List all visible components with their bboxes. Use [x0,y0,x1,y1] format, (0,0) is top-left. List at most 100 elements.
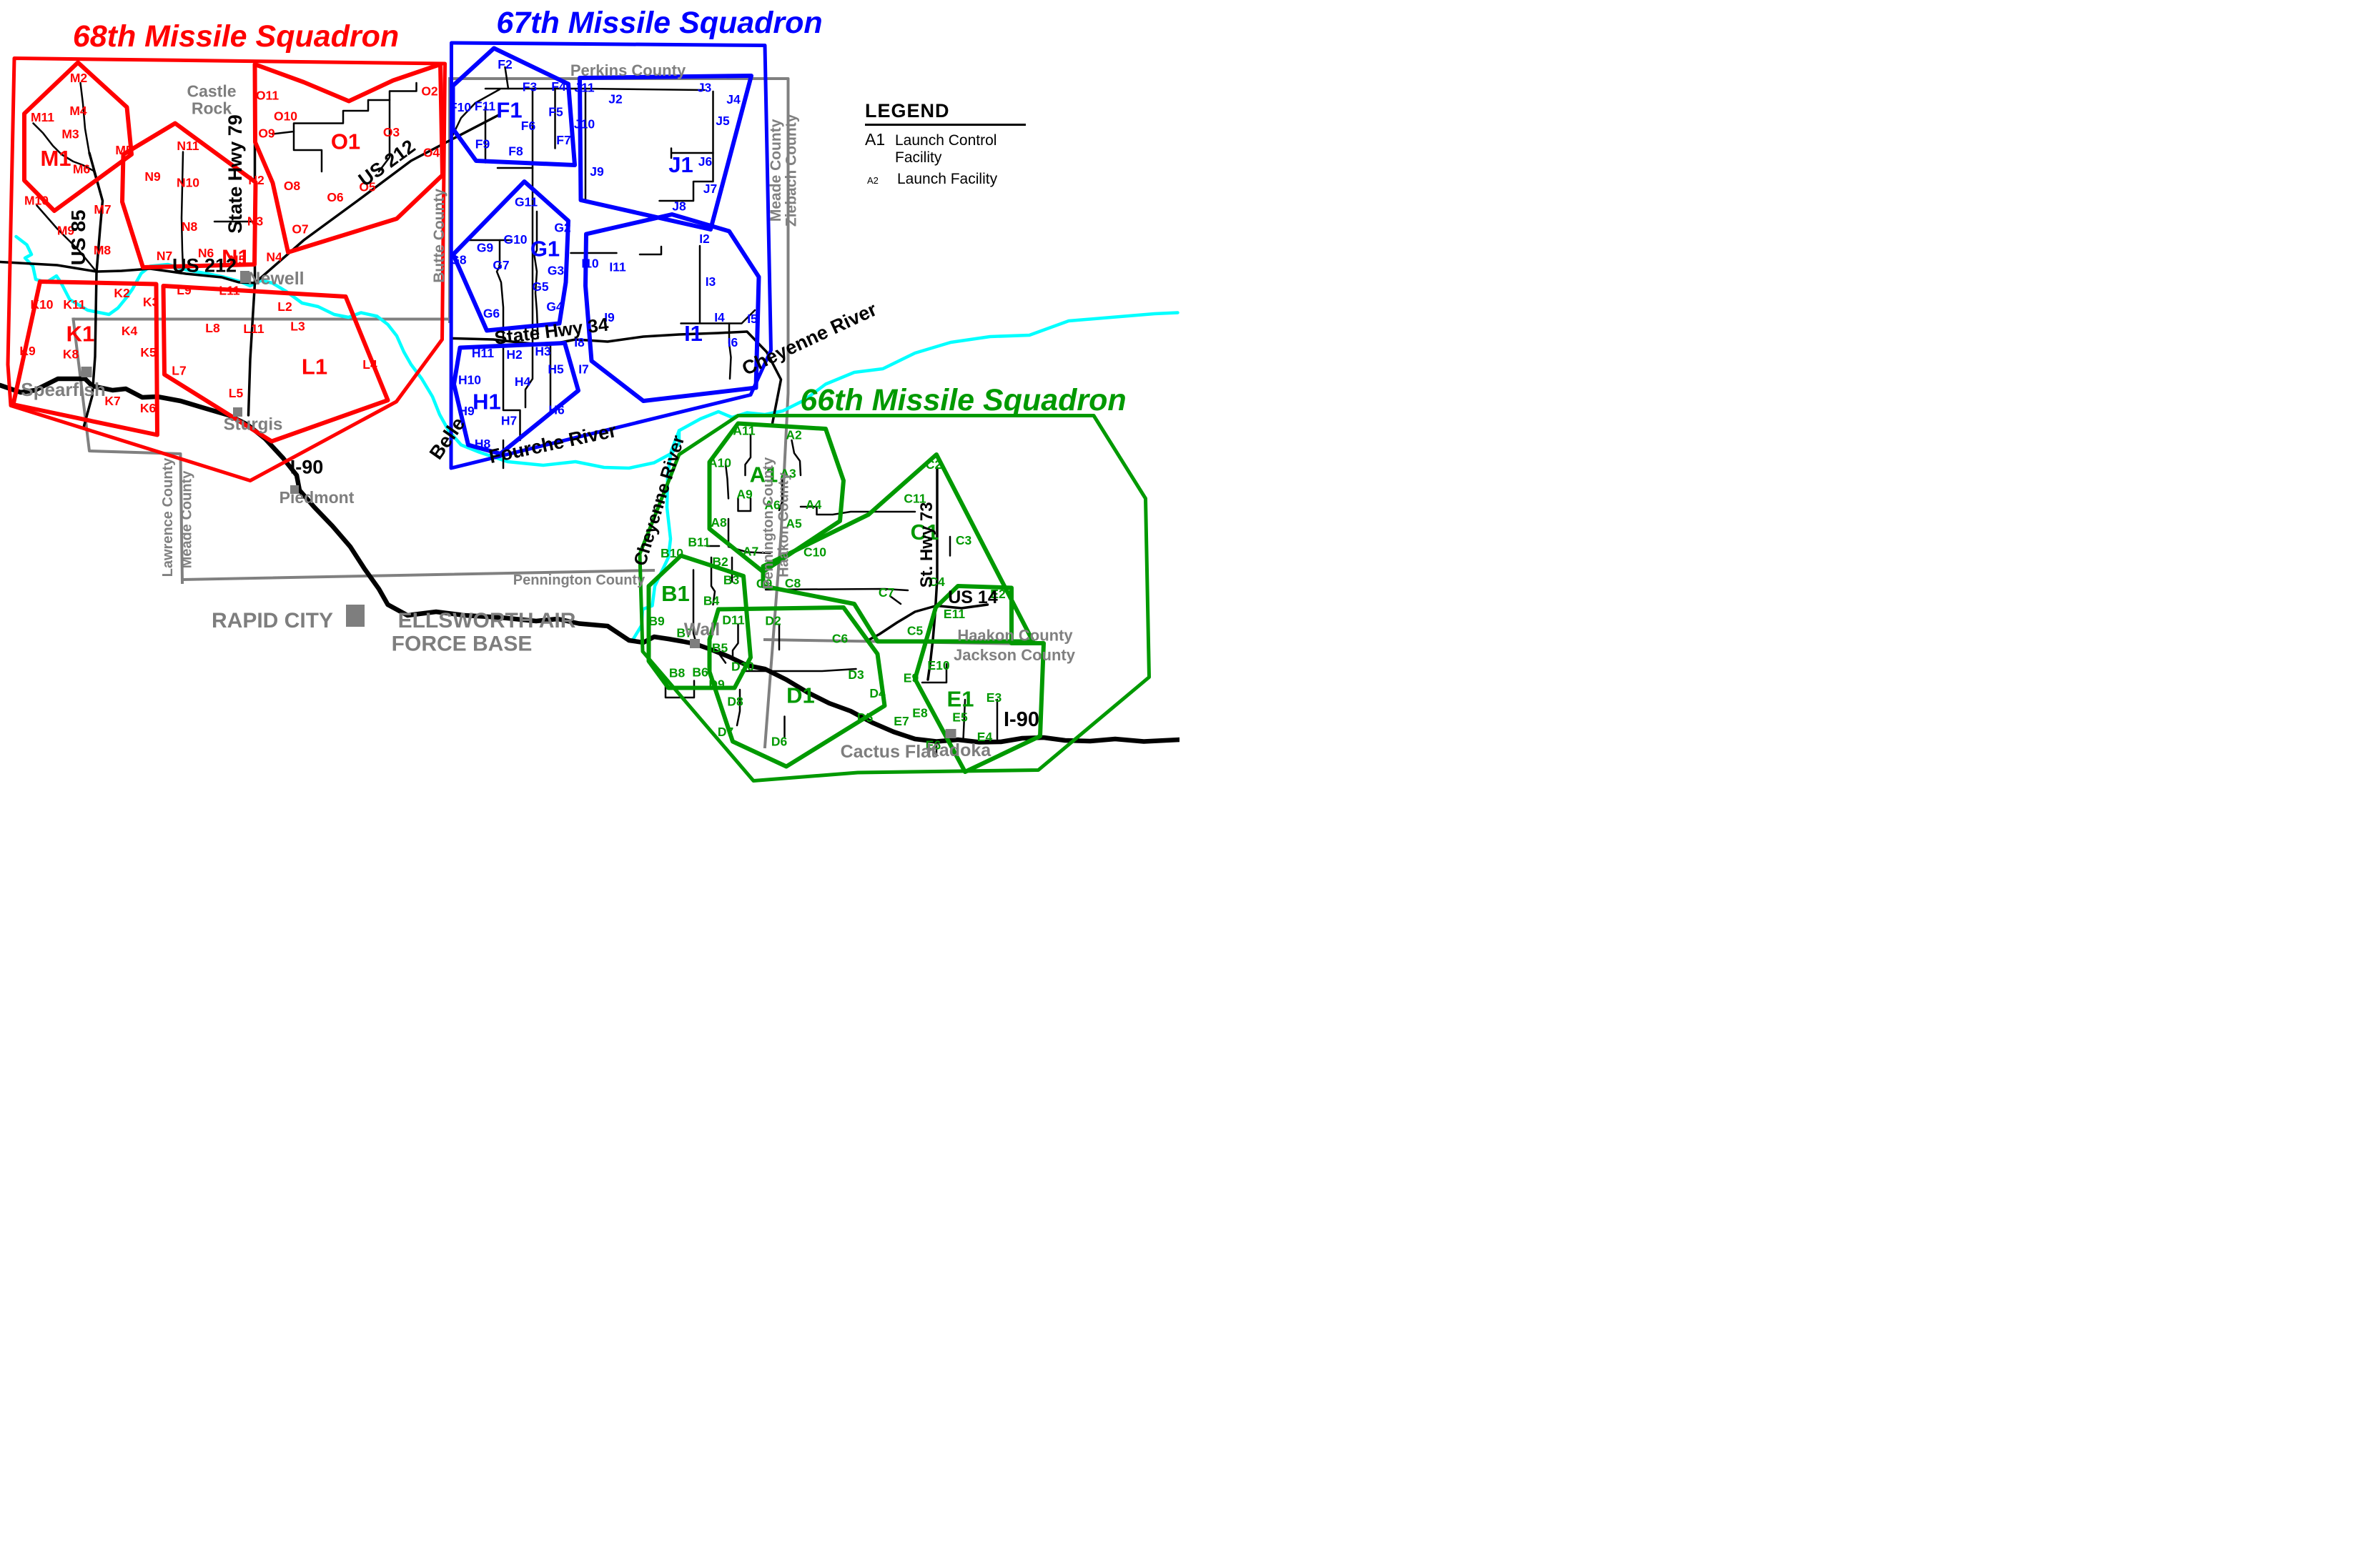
facility-label-A11: A11 [733,424,755,438]
town-label-kadoka: Kadoka [926,740,991,760]
flight-area-F [450,46,577,167]
facility-label-F6: F6 [521,119,536,133]
facility-label-E10: E10 [927,658,949,673]
facility-label-A10: A10 [708,456,731,470]
facility-label-J8: J8 [672,199,686,214]
facility-label-O10: O10 [274,109,297,124]
legend-desc-lcf: Launch Control Facility [895,132,997,166]
facility-label-N2: N2 [248,173,264,187]
facility-label-A9: A9 [736,487,753,502]
county-label-ziebach-county-3: Ziebach County [783,114,800,227]
squadron-title-66: 66th Missile Squadron [800,383,1126,417]
facility-label-K6: K6 [140,401,157,415]
town-label-newell: Newell [247,269,304,289]
facility-label-C8: C8 [785,576,801,590]
facility-label-C6: C6 [832,632,849,646]
facility-label-I11: I11 [609,260,626,274]
facility-label-O2: O2 [421,84,438,99]
legend: LEGEND A1 Launch Control Facility A2 Lau… [865,100,1044,188]
facility-label-E5: E5 [952,710,968,725]
facility-label-D2: D2 [765,614,781,628]
road-i90 [0,376,1180,745]
road-label-i-90-8: I-90 [1004,708,1039,731]
flight-label-G1: G1 [530,236,560,261]
facility-label-E7: E7 [894,714,909,728]
flight-label-D1: D1 [786,683,815,708]
facility-label-E4: E4 [977,730,993,744]
facility-label-F10: F10 [450,100,471,114]
flight-label-C1: C1 [911,520,939,545]
county-label-meade-county-5: Meade County [179,470,195,569]
facility-label-O6: O6 [327,190,344,204]
facility-label-G4: G4 [546,299,563,314]
facility-label-E8: E8 [912,706,928,720]
facility-label-G5: G5 [532,279,549,294]
facility-label-O11: O11 [256,89,279,103]
facility-label-I7: I7 [578,362,589,377]
flight-label-M1: M1 [40,146,71,171]
facility-label-D4: D4 [869,686,886,700]
county-line-lawrence-meade [71,317,184,585]
facility-label-F9: F9 [475,137,490,152]
flight-area-B [646,553,753,690]
facility-label-N7: N7 [157,249,172,263]
town-label-rapid-city: RAPID CITY [212,609,333,632]
facility-label-G10: G10 [503,232,527,247]
town-marker-spearfish [81,367,92,377]
facility-label-K3: K3 [143,295,159,309]
facility-label-D6: D6 [771,735,788,749]
facility-label-L11: L11 [243,322,264,336]
facility-label-F8: F8 [508,144,523,159]
town-marker-rapid-city [346,605,365,627]
road-label-us-212-1: US 212 [172,254,237,276]
flight-area-J [578,74,753,232]
facility-label-O5: O5 [359,180,376,194]
boundary-67th-outer [449,41,773,470]
facility-label-K7: K7 [104,394,120,408]
facility-label-J10: J10 [574,117,595,132]
town-label-ellsworth-line1: ELLSWORTH AIR [398,609,576,632]
legend-desc-lf: Launch Facility [897,171,998,187]
legend-symbol-lcf: A1 [865,130,886,149]
town-marker-sturgis [233,407,242,417]
facility-label-M9: M9 [57,224,75,238]
facility-label-H11: H11 [472,346,494,360]
facility-label-C10: C10 [803,545,826,560]
facility-label-J11: J11 [574,81,594,95]
town-label-ellsworth-line2: FORCE BASE [392,632,533,656]
facility-label-G8: G8 [450,253,467,267]
flight-area-G [451,179,570,333]
facility-label-L4: L4 [362,357,377,372]
facility-label-A4: A4 [806,497,822,512]
flight-area-H [452,341,580,456]
facility-label-A8: A8 [711,515,727,530]
road-label-us-85-0: US 85 [67,209,89,265]
facility-label-I2: I2 [699,232,710,246]
facility-label-E6: E6 [926,738,941,753]
legend-row-launch-control-facility: A1 Launch Control Facility [865,130,1044,167]
facility-label-B6: B6 [692,665,708,680]
facility-label-O9: O9 [258,126,275,141]
facility-label-N3: N3 [247,214,264,229]
town-marker-piedmont [290,485,299,494]
facility-label-D7: D7 [718,725,733,739]
facility-label-I8: I8 [574,335,585,349]
facility-label-C2: C2 [926,457,942,472]
facility-label-K10: K10 [30,297,53,312]
facility-label-E11: E11 [944,607,965,621]
county-line-pennington-north [180,568,656,582]
road-hwy34 [452,330,783,427]
facility-label-M4: M4 [69,104,87,118]
road-hwy73 [926,467,939,681]
facility-label-I3: I3 [706,274,716,289]
facility-label-F3: F3 [523,80,538,94]
facility-label-G11: G11 [515,195,538,209]
flight-area-K [11,279,159,437]
facility-label-L2: L2 [277,299,292,314]
facility-label-H5: H5 [548,362,564,377]
facility-label-H8: H8 [475,437,491,451]
facility-label-A5: A5 [786,517,802,531]
facility-label-M11: M11 [31,110,54,124]
facility-label-B4: B4 [703,594,720,608]
facility-label-M6: M6 [73,162,91,177]
